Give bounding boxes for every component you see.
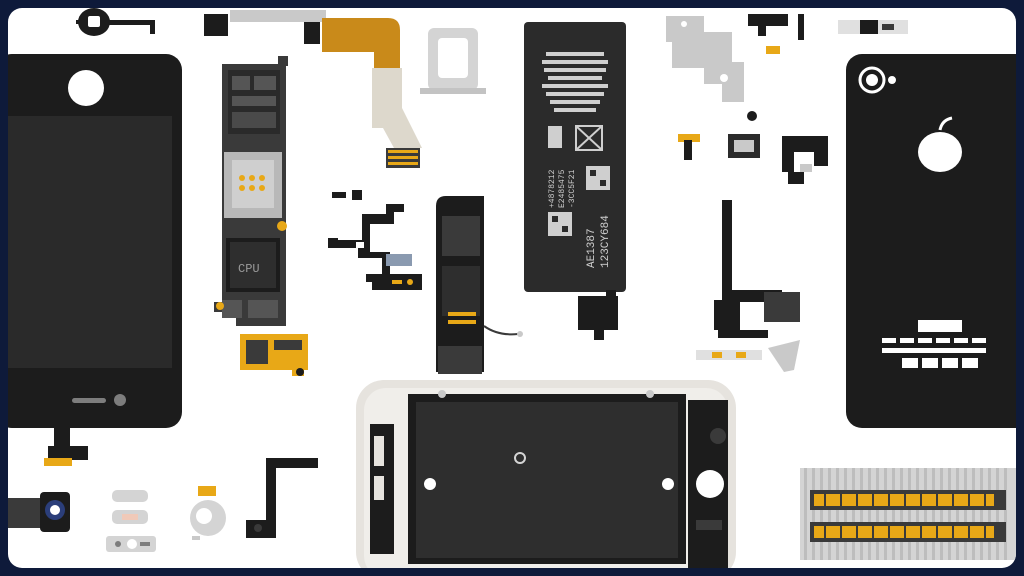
battery-code-3: -3CC5F21	[568, 169, 577, 208]
battery-serial-2: 123CY684	[600, 215, 612, 268]
headphone-flex	[326, 184, 422, 308]
home-button-flex	[66, 8, 162, 42]
dock-connector-flex	[204, 8, 424, 178]
battery-connector-bracket	[576, 290, 628, 342]
battery-code-1: +4878212	[548, 169, 557, 208]
volume-power-flex	[688, 200, 828, 376]
battery: +4878212 E2485475 -3CC5F21 AE1387 123CY6…	[524, 22, 638, 304]
front-panel-flex	[38, 428, 98, 470]
back-glass-panel	[846, 54, 1016, 428]
battery-serial-1: AE1387	[586, 228, 598, 268]
illustration-canvas: CPU	[8, 8, 1016, 568]
cpu-label: CPU	[238, 262, 260, 276]
vibrator-motor	[184, 486, 234, 546]
dock-connector-strip	[800, 468, 1016, 560]
mid-frame	[356, 380, 736, 568]
logic-board: CPU	[208, 56, 338, 376]
loudspeaker-assembly	[428, 196, 528, 378]
small-bracket-a	[744, 12, 808, 56]
bottom-flex-cable	[242, 456, 322, 542]
sim-tray	[420, 28, 486, 96]
side-buttons-set	[104, 488, 160, 554]
battery-code-2: E2485475	[558, 169, 567, 208]
rear-camera-module	[8, 492, 72, 536]
front-screen-panel	[8, 54, 182, 428]
metal-shield-top	[664, 12, 760, 122]
front-camera-flex	[838, 14, 908, 38]
ear-speaker-parts	[674, 126, 834, 192]
